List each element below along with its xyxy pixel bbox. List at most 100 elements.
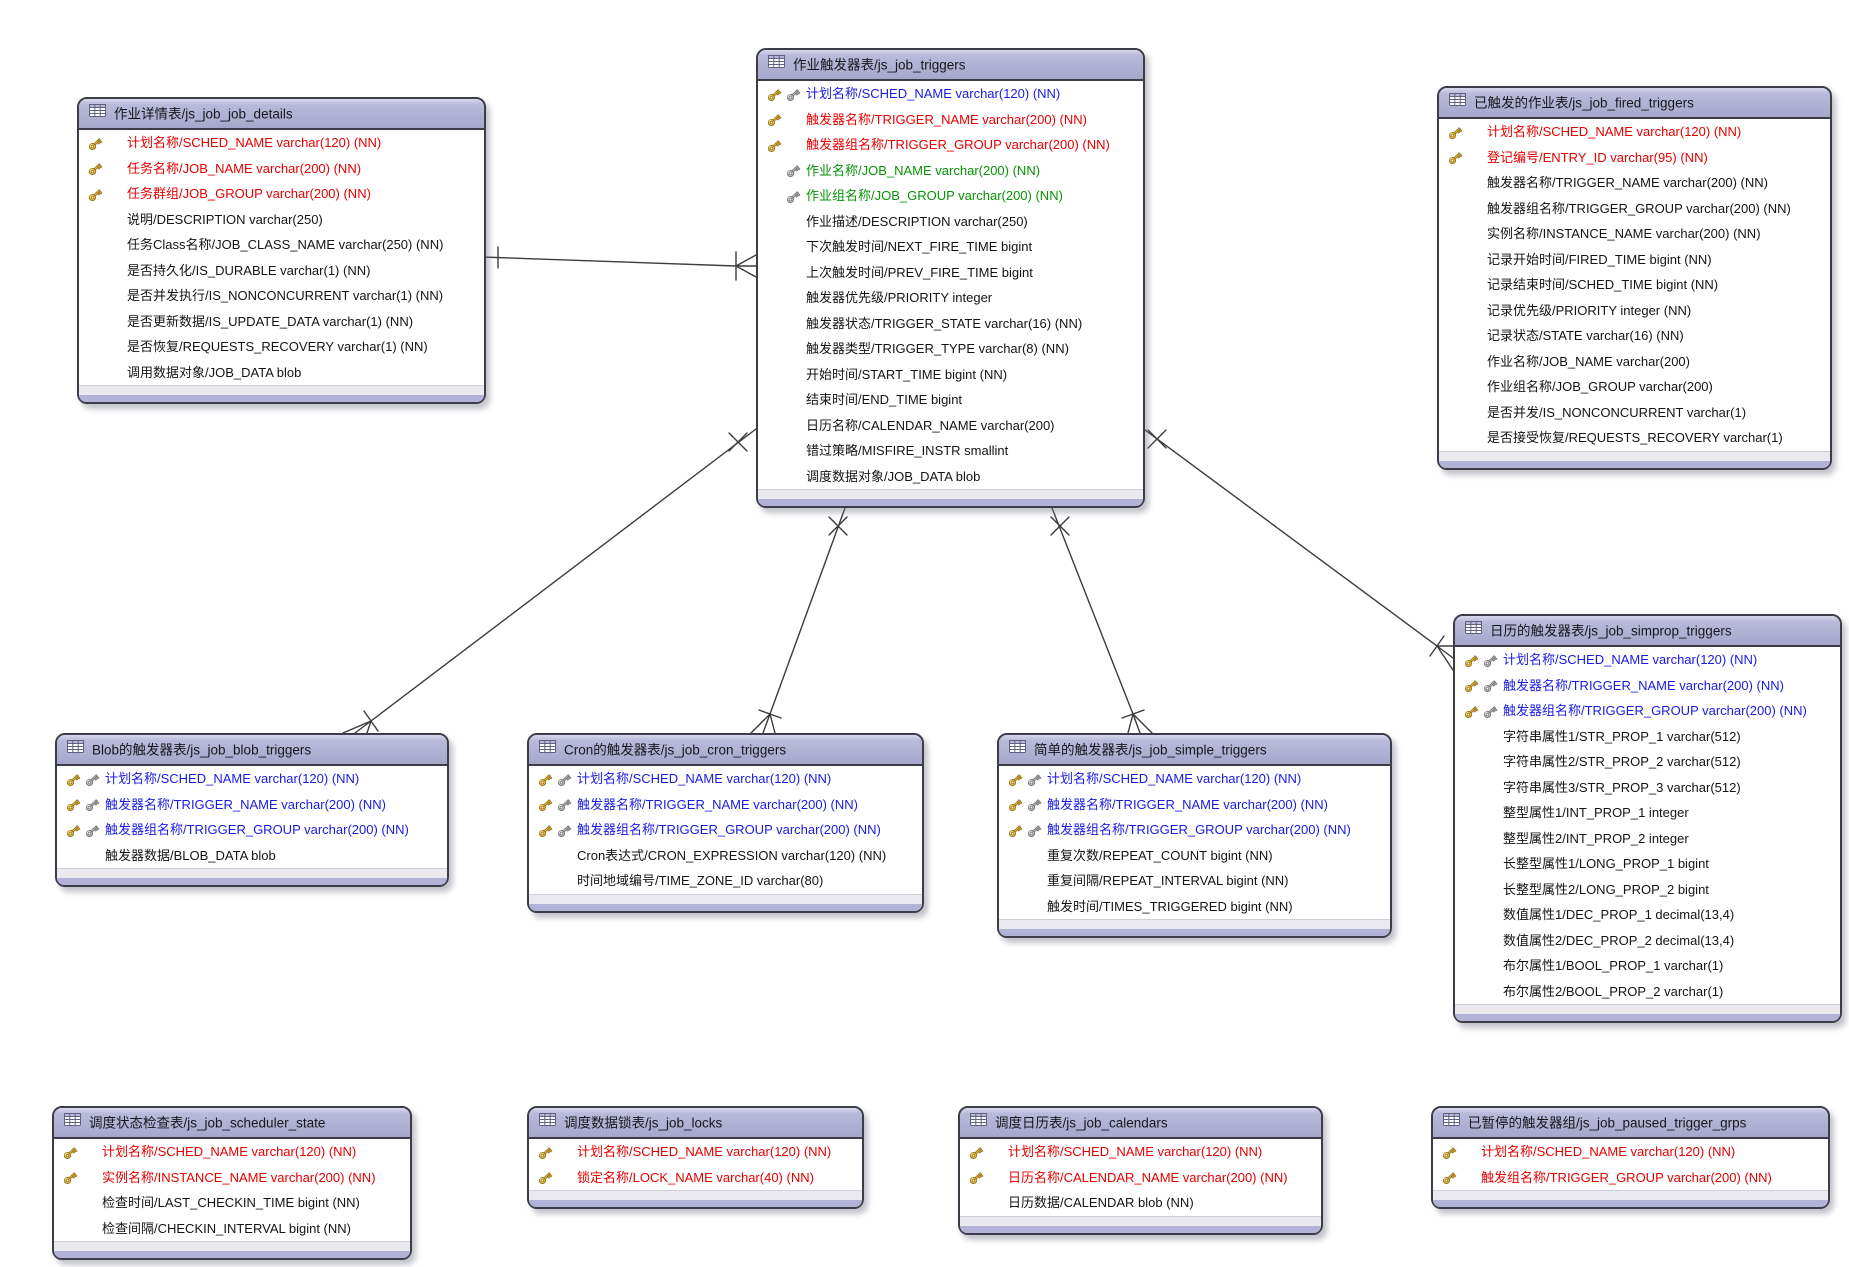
- relationship-triggers-blob[interactable]: [342, 428, 757, 734]
- field-row[interactable]: 触发器名称/TRIGGER_NAME varchar(200) (NN): [529, 792, 922, 818]
- field-row[interactable]: 触发器数据/BLOB_DATA blob: [57, 843, 447, 869]
- field-row[interactable]: 触发器名称/TRIGGER_NAME varchar(200) (NN): [758, 107, 1143, 133]
- field-row[interactable]: 检查间隔/CHECKIN_INTERVAL bigint (NN): [54, 1216, 410, 1242]
- field-row[interactable]: 布尔属性1/BOOL_PROP_1 varchar(1): [1455, 953, 1840, 979]
- field-row[interactable]: 触发器类型/TRIGGER_TYPE varchar(8) (NN): [758, 336, 1143, 362]
- field-row[interactable]: 布尔属性2/BOOL_PROP_2 varchar(1): [1455, 979, 1840, 1005]
- field-row[interactable]: 触发器名称/TRIGGER_NAME varchar(200) (NN): [1455, 673, 1840, 699]
- field-row[interactable]: 结束时间/END_TIME bigint: [758, 387, 1143, 413]
- field-row[interactable]: 触发时间/TIMES_TRIGGERED bigint (NN): [999, 894, 1390, 920]
- field-row[interactable]: 触发器组名称/TRIGGER_GROUP varchar(200) (NN): [57, 817, 447, 843]
- field-row[interactable]: 实例名称/INSTANCE_NAME varchar(200) (NN): [54, 1165, 410, 1191]
- field-row[interactable]: 作业名称/JOB_NAME varchar(200) (NN): [758, 158, 1143, 184]
- field-row[interactable]: 实例名称/INSTANCE_NAME varchar(200) (NN): [1439, 221, 1830, 247]
- field-row[interactable]: 开始时间/START_TIME bigint (NN): [758, 362, 1143, 388]
- relationship-triggers-cron[interactable]: [750, 507, 848, 734]
- field-row[interactable]: 任务名称/JOB_NAME varchar(200) (NN): [79, 156, 484, 182]
- table-header-js_job_locks[interactable]: 调度数据锁表/js_job_locks: [529, 1108, 862, 1139]
- field-row[interactable]: 记录开始时间/FIRED_TIME bigint (NN): [1439, 247, 1830, 273]
- field-row[interactable]: 计划名称/SCHED_NAME varchar(120) (NN): [529, 1139, 862, 1165]
- field-row[interactable]: 调用数据对象/JOB_DATA blob: [79, 360, 484, 386]
- field-row[interactable]: 锁定名称/LOCK_NAME varchar(40) (NN): [529, 1165, 862, 1191]
- field-row[interactable]: 调度数据对象/JOB_DATA blob: [758, 464, 1143, 490]
- field-row[interactable]: 字符串属性3/STR_PROP_3 varchar(512): [1455, 775, 1840, 801]
- field-row[interactable]: 上次触发时间/PREV_FIRE_TIME bigint: [758, 260, 1143, 286]
- field-row[interactable]: 触发器组名称/TRIGGER_GROUP varchar(200) (NN): [1439, 196, 1830, 222]
- table-header-js_job_job_details[interactable]: 作业详情表/js_job_job_details: [79, 99, 484, 130]
- field-row[interactable]: 触发器名称/TRIGGER_NAME varchar(200) (NN): [999, 792, 1390, 818]
- field-row[interactable]: 记录结束时间/SCHED_TIME bigint (NN): [1439, 272, 1830, 298]
- table-header-js_job_simprop_triggers[interactable]: 日历的触发器表/js_job_simprop_triggers: [1455, 616, 1840, 647]
- field-row[interactable]: 重复间隔/REPEAT_INTERVAL bigint (NN): [999, 868, 1390, 894]
- field-row[interactable]: 数值属性2/DEC_PROP_2 decimal(13,4): [1455, 928, 1840, 954]
- table-header-js_job_calendars[interactable]: 调度日历表/js_job_calendars: [960, 1108, 1321, 1139]
- field-row[interactable]: 是否并发/IS_NONCONCURRENT varchar(1): [1439, 400, 1830, 426]
- field-row[interactable]: 计划名称/SCHED_NAME varchar(120) (NN): [57, 766, 447, 792]
- table-header-js_job_simple_triggers[interactable]: 简单的触发器表/js_job_simple_triggers: [999, 735, 1390, 766]
- field-row[interactable]: 长整型属性1/LONG_PROP_1 bigint: [1455, 851, 1840, 877]
- field-row[interactable]: 触发组名称/TRIGGER_GROUP varchar(200) (NN): [1433, 1165, 1828, 1191]
- field-row[interactable]: 作业组名称/JOB_GROUP varchar(200) (NN): [758, 183, 1143, 209]
- field-row[interactable]: 触发器组名称/TRIGGER_GROUP varchar(200) (NN): [529, 817, 922, 843]
- field-row[interactable]: 是否更新数据/IS_UPDATE_DATA varchar(1) (NN): [79, 309, 484, 335]
- table-header-js_job_triggers[interactable]: 作业触发器表/js_job_triggers: [758, 50, 1143, 81]
- field-row[interactable]: 数值属性1/DEC_PROP_1 decimal(13,4): [1455, 902, 1840, 928]
- relationship-details-triggers[interactable]: [481, 246, 757, 281]
- table-header-js_job_cron_triggers[interactable]: Cron的触发器表/js_job_cron_triggers: [529, 735, 922, 766]
- field-row[interactable]: 作业描述/DESCRIPTION varchar(250): [758, 209, 1143, 235]
- field-row[interactable]: 说明/DESCRIPTION varchar(250): [79, 207, 484, 233]
- field-row[interactable]: 计划名称/SCHED_NAME varchar(120) (NN): [1439, 119, 1830, 145]
- table-header-js_job_fired_triggers[interactable]: 已触发的作业表/js_job_fired_triggers: [1439, 88, 1830, 119]
- field-row[interactable]: 触发器组名称/TRIGGER_GROUP varchar(200) (NN): [1455, 698, 1840, 724]
- field-row[interactable]: 记录状态/STATE varchar(16) (NN): [1439, 323, 1830, 349]
- field-row[interactable]: 计划名称/SCHED_NAME varchar(120) (NN): [758, 81, 1143, 107]
- field-row[interactable]: 触发器名称/TRIGGER_NAME varchar(200) (NN): [1439, 170, 1830, 196]
- field-row[interactable]: 下次触发时间/NEXT_FIRE_TIME bigint: [758, 234, 1143, 260]
- field-row[interactable]: 时间地域编号/TIME_ZONE_ID varchar(80): [529, 868, 922, 894]
- field-row[interactable]: 是否并发执行/IS_NONCONCURRENT varchar(1) (NN): [79, 283, 484, 309]
- field-row[interactable]: 长整型属性2/LONG_PROP_2 bigint: [1455, 877, 1840, 903]
- field-row[interactable]: 任务群组/JOB_GROUP varchar(200) (NN): [79, 181, 484, 207]
- field-row[interactable]: 错过策略/MISFIRE_INSTR smallint: [758, 438, 1143, 464]
- field-row[interactable]: 整型属性2/INT_PROP_2 integer: [1455, 826, 1840, 852]
- field-row[interactable]: 触发器优先级/PRIORITY integer: [758, 285, 1143, 311]
- table-header-js_job_blob_triggers[interactable]: Blob的触发器表/js_job_blob_triggers: [57, 735, 447, 766]
- relationship-triggers-simple[interactable]: [1050, 507, 1153, 734]
- field-row[interactable]: 日历名称/CALENDAR_NAME varchar(200) (NN): [960, 1165, 1321, 1191]
- field-row[interactable]: 重复次数/REPEAT_COUNT bigint (NN): [999, 843, 1390, 869]
- field-row[interactable]: 检查时间/LAST_CHECKIN_TIME bigint (NN): [54, 1190, 410, 1216]
- field-row[interactable]: 作业名称/JOB_NAME varchar(200): [1439, 349, 1830, 375]
- field-row[interactable]: 计划名称/SCHED_NAME varchar(120) (NN): [960, 1139, 1321, 1165]
- field-row[interactable]: 触发器名称/TRIGGER_NAME varchar(200) (NN): [57, 792, 447, 818]
- table-header-js_job_scheduler_state[interactable]: 调度状态检查表/js_job_scheduler_state: [54, 1108, 410, 1139]
- field-row[interactable]: 计划名称/SCHED_NAME varchar(120) (NN): [79, 130, 484, 156]
- field-row[interactable]: 计划名称/SCHED_NAME varchar(120) (NN): [54, 1139, 410, 1165]
- field-row[interactable]: 字符串属性2/STR_PROP_2 varchar(512): [1455, 749, 1840, 775]
- field-row[interactable]: 记录优先级/PRIORITY integer (NN): [1439, 298, 1830, 324]
- field-row[interactable]: 日历名称/CALENDAR_NAME varchar(200): [758, 413, 1143, 439]
- field-row[interactable]: 日历数据/CALENDAR blob (NN): [960, 1190, 1321, 1216]
- field-row[interactable]: 字符串属性1/STR_PROP_1 varchar(512): [1455, 724, 1840, 750]
- relationship-triggers-simprop[interactable]: [1140, 426, 1454, 671]
- field-row[interactable]: 触发器组名称/TRIGGER_GROUP varchar(200) (NN): [999, 817, 1390, 843]
- field-row[interactable]: 登记编号/ENTRY_ID varchar(95) (NN): [1439, 145, 1830, 171]
- field-row[interactable]: 是否接受恢复/REQUESTS_RECOVERY varchar(1): [1439, 425, 1830, 451]
- field-row[interactable]: 计划名称/SCHED_NAME varchar(120) (NN): [529, 766, 922, 792]
- field-row[interactable]: Cron表达式/CRON_EXPRESSION varchar(120) (NN…: [529, 843, 922, 869]
- field-row[interactable]: 计划名称/SCHED_NAME varchar(120) (NN): [1433, 1139, 1828, 1165]
- field-row[interactable]: 是否持久化/IS_DURABLE varchar(1) (NN): [79, 258, 484, 284]
- field-row[interactable]: 任务Class名称/JOB_CLASS_NAME varchar(250) (N…: [79, 232, 484, 258]
- field-row[interactable]: 触发器组名称/TRIGGER_GROUP varchar(200) (NN): [758, 132, 1143, 158]
- field-row[interactable]: 作业组名称/JOB_GROUP varchar(200): [1439, 374, 1830, 400]
